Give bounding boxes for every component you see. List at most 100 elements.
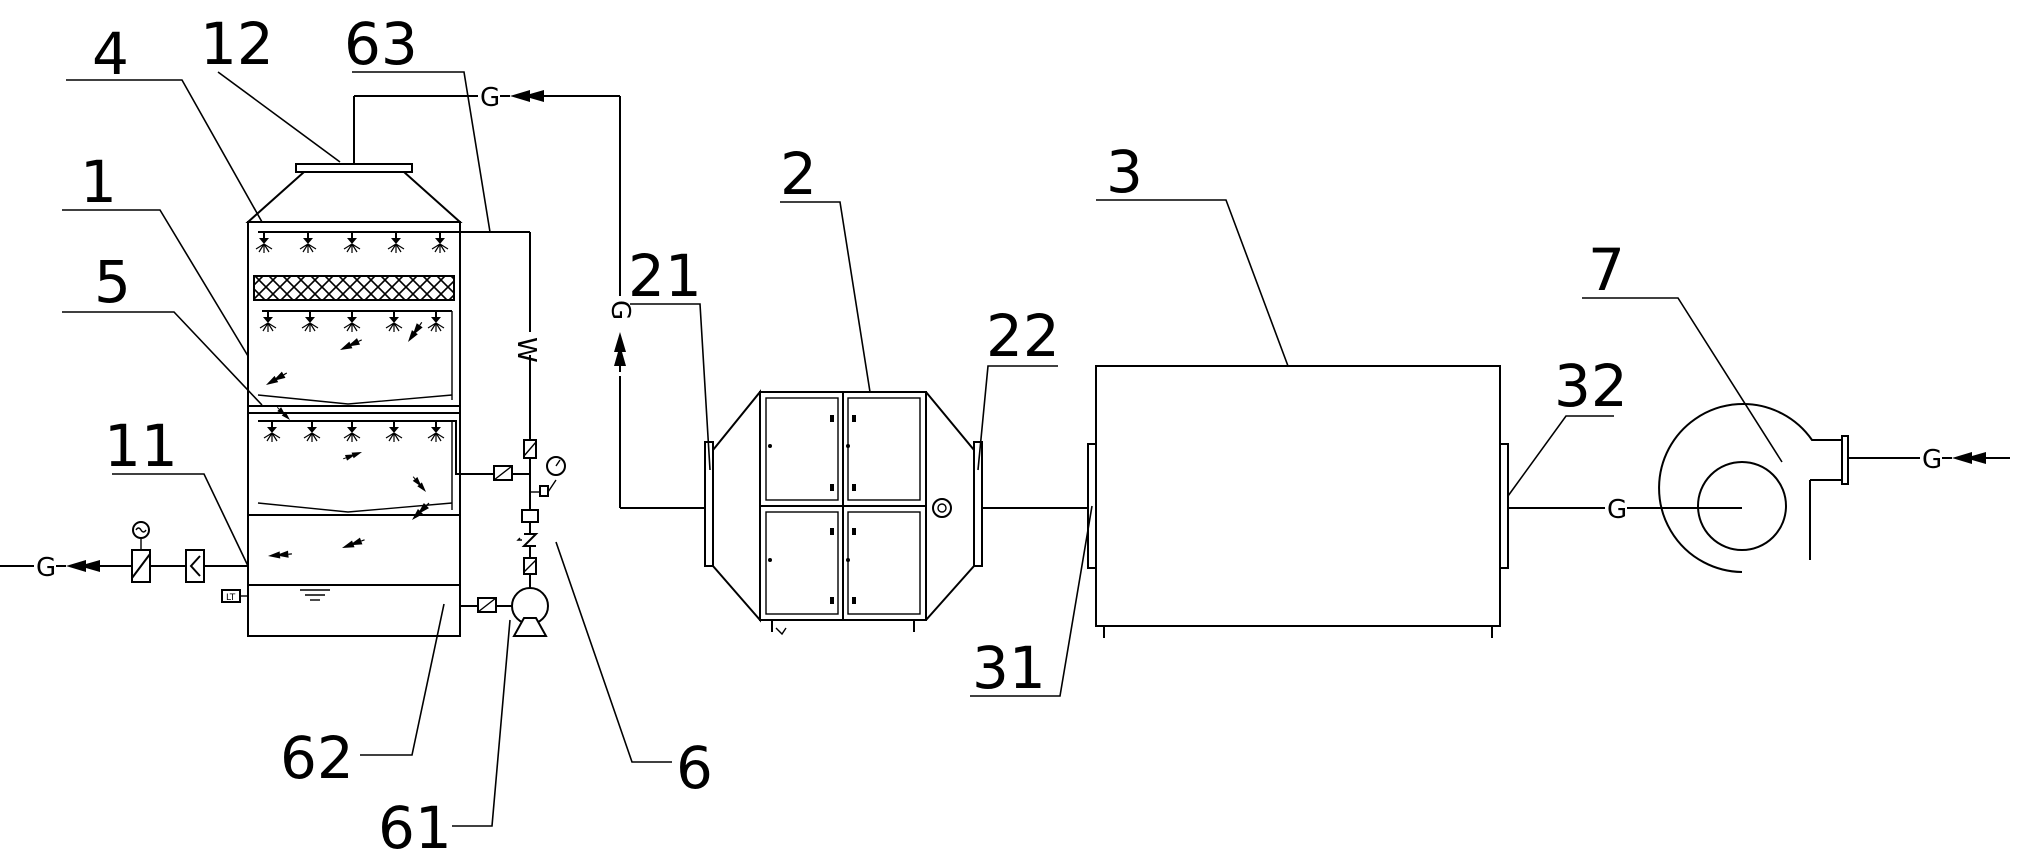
inlet-check-valve	[185, 549, 205, 583]
leader-5	[62, 311, 263, 406]
leader-31	[970, 505, 1093, 697]
latch	[830, 597, 834, 604]
adsorption-tank	[1087, 365, 1509, 638]
tank-body	[1095, 365, 1501, 627]
leader-7	[1582, 297, 1783, 463]
leader-3	[1096, 199, 1289, 367]
sine-icon	[135, 527, 147, 533]
gauge-tube	[547, 479, 557, 493]
leader-22	[977, 365, 1058, 471]
filter-inlet-cone	[712, 389, 761, 623]
filter-door-br	[847, 511, 921, 615]
callout-6: 6	[676, 734, 713, 802]
spray-nozzle-icon	[427, 420, 445, 443]
riser-check-valve	[521, 533, 539, 547]
double-arrow-icon	[267, 549, 293, 561]
fan-gas-label: G	[1922, 445, 1942, 475]
fan-volute	[1658, 403, 1843, 573]
spray-nozzle-icon	[343, 231, 361, 254]
tray-5	[257, 394, 453, 405]
spray-nozzle-icon	[431, 231, 449, 254]
double-arrow-icon	[408, 499, 433, 524]
pressure-gauge-icon	[932, 498, 952, 518]
latch	[830, 484, 834, 491]
discharge-valve-mark	[523, 559, 537, 573]
double-arrow-icon	[410, 474, 429, 495]
leader-1	[62, 209, 249, 357]
strainer-mark	[477, 597, 497, 613]
water-label: W	[511, 337, 541, 363]
scrubber-tower: LT	[221, 163, 463, 637]
leader-6	[555, 541, 672, 763]
callout-11: 11	[104, 412, 178, 480]
double-arrow-icon	[404, 319, 426, 345]
double-arrow-icon	[263, 369, 290, 389]
spray-nozzle-icon	[301, 310, 319, 333]
leader-62	[360, 603, 445, 756]
tower-cone	[245, 171, 463, 223]
double-arrow-icon	[340, 535, 367, 552]
spray-nozzle-icon	[303, 420, 321, 443]
lower-nozzles	[263, 420, 445, 443]
packing-layer	[253, 275, 455, 301]
callout-numbers: 4 12 63 1 5 11 62 61 6 21 2 22 31 3 32 7	[80, 10, 1628, 861]
leader-12	[217, 71, 341, 163]
upper-valve-mark	[523, 441, 537, 457]
filter-door-tl	[765, 397, 839, 501]
pump-base	[512, 617, 548, 637]
gauge-inner	[937, 503, 947, 513]
pump-icon	[511, 587, 549, 637]
leader-61	[452, 619, 511, 827]
callout-1: 1	[80, 148, 117, 216]
tank-out-gas-label: G	[1607, 495, 1627, 525]
latch	[852, 484, 856, 491]
damper-blade	[131, 553, 151, 579]
gauge-needle	[555, 459, 561, 467]
double-arrow-icon	[337, 335, 364, 354]
spray-nozzle-icon	[255, 231, 273, 254]
spray-nozzle-icon	[385, 310, 403, 333]
callout-32: 32	[1554, 352, 1628, 420]
double-arrow-icon	[65, 559, 107, 573]
gauge-valve	[539, 485, 549, 497]
callout-21: 21	[628, 242, 702, 310]
latch	[830, 528, 834, 535]
lower-valve-mark	[493, 465, 513, 481]
lower-tray	[257, 502, 453, 513]
double-arrow-icon	[341, 448, 364, 463]
latch	[852, 415, 856, 422]
leader-2	[780, 201, 871, 393]
lower-spray-feed	[452, 420, 494, 475]
leader-4	[66, 79, 263, 223]
tower-shell	[247, 221, 461, 637]
bolt	[768, 444, 772, 448]
water-circulation-loop: W	[452, 231, 566, 637]
spray-nozzle-icon	[343, 420, 361, 443]
flow-meter-icon	[521, 509, 539, 523]
filter-door-bl	[765, 511, 839, 615]
spray-nozzle-icon	[427, 310, 445, 333]
callout-12: 12	[200, 10, 274, 78]
double-arrow-icon	[613, 331, 627, 373]
check-valve-flap	[189, 555, 201, 577]
filter-door-latches	[768, 415, 856, 604]
bolt	[846, 444, 850, 448]
fan-outlet-flange	[1841, 435, 1849, 485]
filter-drain	[775, 627, 787, 636]
tower-top-flange	[295, 163, 413, 173]
double-arrow-icon	[509, 89, 551, 103]
latch	[830, 415, 834, 422]
spray-nozzle-icon	[299, 231, 317, 254]
outlet-gas-label: G	[480, 83, 500, 113]
callout-31: 31	[972, 634, 1046, 702]
spray-nozzle-icon	[387, 231, 405, 254]
callout-4: 4	[92, 20, 129, 88]
callout-2: 2	[780, 140, 817, 208]
leader-21	[630, 303, 711, 471]
bolt	[846, 558, 850, 562]
latch	[852, 528, 856, 535]
spray-nozzle-icon	[385, 420, 403, 443]
filter-box	[704, 389, 983, 636]
